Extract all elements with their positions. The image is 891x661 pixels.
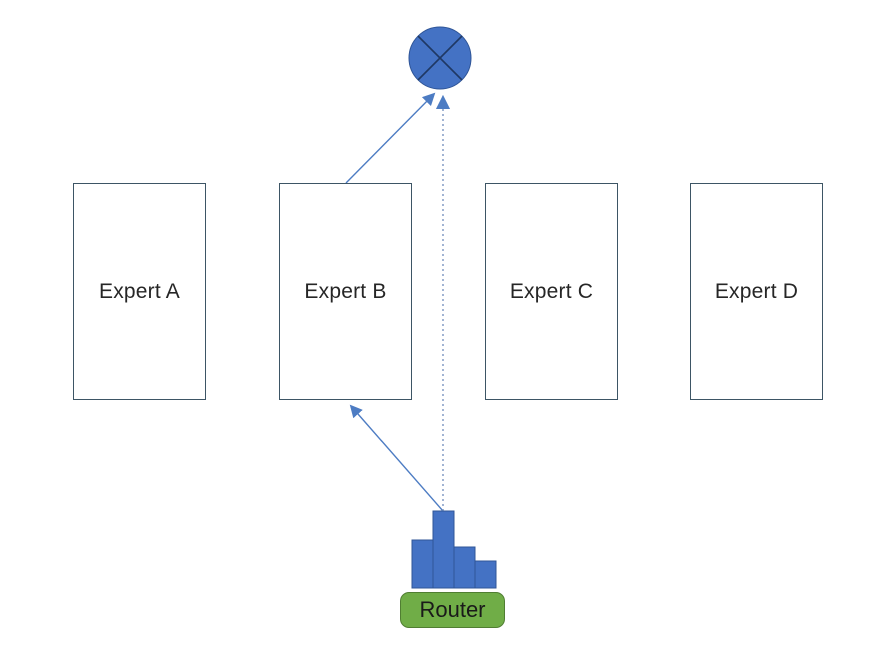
router-histogram: [411, 510, 497, 589]
router-node: Router: [400, 592, 505, 628]
expert-c-label: Expert C: [509, 279, 594, 303]
expert-c-box: Expert C: [485, 183, 618, 400]
expert-d-label: Expert D: [714, 279, 799, 303]
histogram-bar: [453, 546, 476, 589]
expert-a-box: Expert A: [73, 183, 206, 400]
arrow-router-to-expert-b: [349, 404, 444, 512]
combine-node: [408, 26, 472, 90]
multiply-x-stroke: [417, 35, 463, 81]
router-label: Router: [419, 597, 486, 622]
histogram-bar: [474, 560, 497, 589]
expert-b-box: Expert B: [279, 183, 412, 400]
arrow-expert-b-to-combine: [345, 92, 436, 184]
expert-a-label: Expert A: [99, 279, 180, 303]
histogram-bar: [411, 539, 434, 589]
histogram-bar: [432, 510, 455, 589]
expert-d-box: Expert D: [690, 183, 823, 400]
expert-b-label: Expert B: [304, 279, 387, 303]
